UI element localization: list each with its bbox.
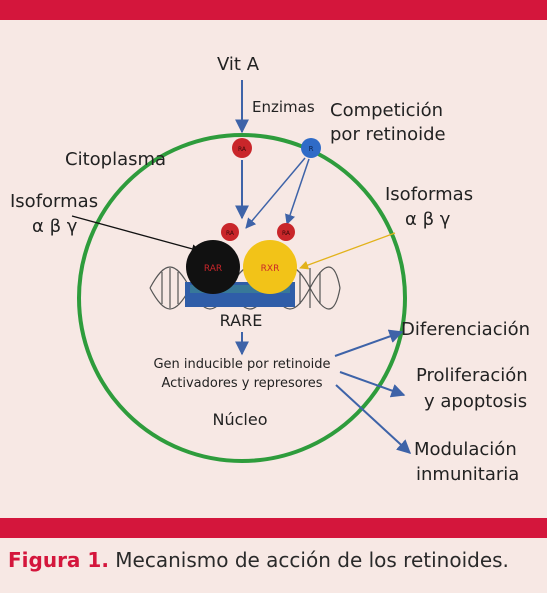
isoformas-left-line1: Isoformas: [10, 191, 98, 212]
rare-label: RARE: [220, 311, 263, 330]
vit-a-label: Vit A: [217, 54, 260, 75]
modulacion-label-line2: inmunitaria: [416, 464, 519, 485]
bottom-band: [0, 518, 547, 538]
diferenciacion-label: Diferenciación: [401, 319, 530, 340]
r-molecule-competitor: R: [301, 138, 321, 158]
svg-text:RA: RA: [238, 146, 247, 153]
isoformas-right-line1: Isoformas: [385, 184, 473, 205]
modulacion-arrow: [335, 384, 412, 454]
proliferacion-label-line1: Proliferación: [416, 365, 528, 386]
isoformas-right-line2: α β γ: [405, 209, 451, 230]
figure-caption: Figura 1. Mecanismo de acción de los ret…: [8, 548, 509, 572]
diferenciacion-arrow: [334, 329, 404, 357]
caption-separator: .: [101, 548, 109, 572]
citoplasma-label: Citoplasma: [65, 149, 166, 170]
retinoid-mechanism-diagram: Vit A Enzimas Competición por retinoide …: [10, 54, 530, 485]
competicion-label-line2: por retinoide: [330, 124, 446, 145]
svg-text:RAR: RAR: [204, 264, 222, 274]
rare-box-shade: [190, 285, 290, 293]
enzimas-label: Enzimas: [252, 98, 315, 116]
svg-text:R: R: [309, 145, 314, 153]
ra-molecule-free: RA: [232, 138, 252, 158]
nucleus-membrane: [77, 133, 407, 463]
caption-figure-number: Figura 1: [8, 548, 102, 572]
top-band: [0, 0, 547, 20]
svg-text:RA: RA: [226, 230, 235, 237]
caption-text: Mecanismo de acción de los retinoides.: [108, 548, 509, 572]
modulacion-label-line1: Modulación: [414, 439, 517, 460]
isoformas-right-arrow: [299, 232, 396, 270]
gene-label-line2: Activadores y represores: [161, 376, 322, 391]
ra-molecule-bound-rar: RA: [221, 223, 239, 241]
rxr-receptor: RXR: [243, 240, 297, 294]
proliferacion-label-line2: y apoptosis: [424, 391, 527, 412]
isoformas-left-arrow: [71, 215, 201, 254]
rar-receptor: RAR: [186, 240, 240, 294]
nucleo-label: Núcleo: [213, 410, 268, 429]
gene-label-line1: Gen inducible por retinoide: [153, 357, 330, 372]
proliferacion-arrow: [339, 371, 406, 398]
competicion-label-line1: Competición: [330, 100, 443, 121]
r-to-rar-arrow: [245, 157, 306, 229]
isoformas-left-line2: α β γ: [32, 216, 78, 237]
r-to-rxr-arrow: [285, 158, 310, 225]
svg-text:RA: RA: [282, 230, 291, 237]
ra-molecule-bound-rxr: RA: [277, 223, 295, 241]
svg-text:RXR: RXR: [261, 264, 280, 274]
